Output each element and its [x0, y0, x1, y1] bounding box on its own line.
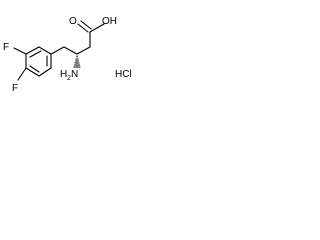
fluorine-top-label: F — [3, 42, 9, 53]
bond-carbonyl-b — [80, 20, 92, 30]
hydroxyl-label: OH — [102, 16, 117, 27]
bond-chiral-ch2 — [76, 46, 91, 55]
ring-bond-1 — [38, 46, 52, 55]
salt-label: HCl — [115, 69, 132, 80]
ring-double-1 — [29, 50, 42, 58]
bond-c-oh — [89, 23, 105, 33]
bond-c-f-top — [13, 47, 27, 55]
ring-bond-4 — [25, 67, 40, 77]
amine-n-label: N — [71, 69, 78, 80]
bond-ch2-chiral — [63, 46, 78, 55]
bond-c-f-bottom — [17, 67, 27, 81]
amine-h-label: H — [60, 69, 67, 80]
molecule-canvas: F F O OH N H 2 HCl — [0, 0, 143, 103]
bond-carbonyl-a — [77, 23, 89, 33]
carbonyl-oxygen-label: O — [69, 16, 77, 27]
bond-ring-ch2 — [50, 46, 65, 55]
ring-bond-5 — [38, 67, 52, 77]
structure-drawing: F F O OH N H 2 HCl — [3, 16, 132, 94]
ring-double-2 — [29, 65, 40, 73]
fluorine-bottom-label: F — [12, 83, 18, 94]
ring-bond-2 — [25, 46, 40, 55]
amine-subscript: 2 — [67, 75, 71, 82]
benzene-ring — [25, 46, 52, 77]
hashed-wedge-bond — [73, 55, 81, 68]
